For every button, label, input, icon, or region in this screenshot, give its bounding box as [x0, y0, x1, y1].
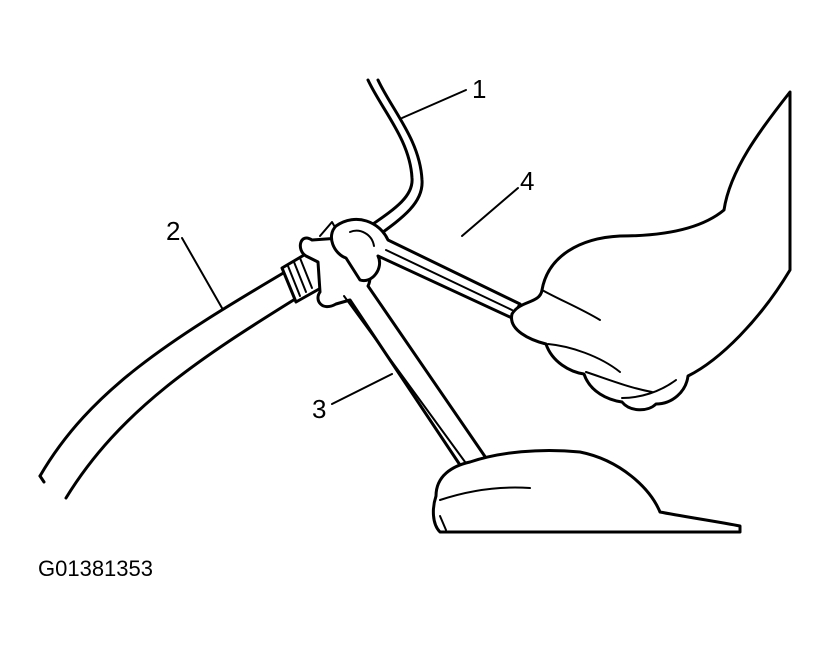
- brake-hose-2: [38, 270, 302, 500]
- callout-3: 3: [312, 394, 326, 424]
- callout-2: 2: [166, 216, 180, 246]
- brake-line-1: [354, 78, 424, 248]
- leader-line-3: [331, 373, 393, 405]
- leader-lines: [181, 89, 519, 405]
- callout-1: 1: [472, 74, 486, 104]
- lower-hand: [431, 448, 742, 534]
- leader-line-4: [461, 187, 519, 237]
- upper-hand: [510, 90, 792, 412]
- wrench-4: [330, 217, 522, 320]
- figure-id: G01381353: [38, 556, 153, 581]
- leader-line-1: [401, 89, 467, 119]
- leader-line-2: [181, 237, 223, 309]
- callout-4: 4: [520, 166, 534, 196]
